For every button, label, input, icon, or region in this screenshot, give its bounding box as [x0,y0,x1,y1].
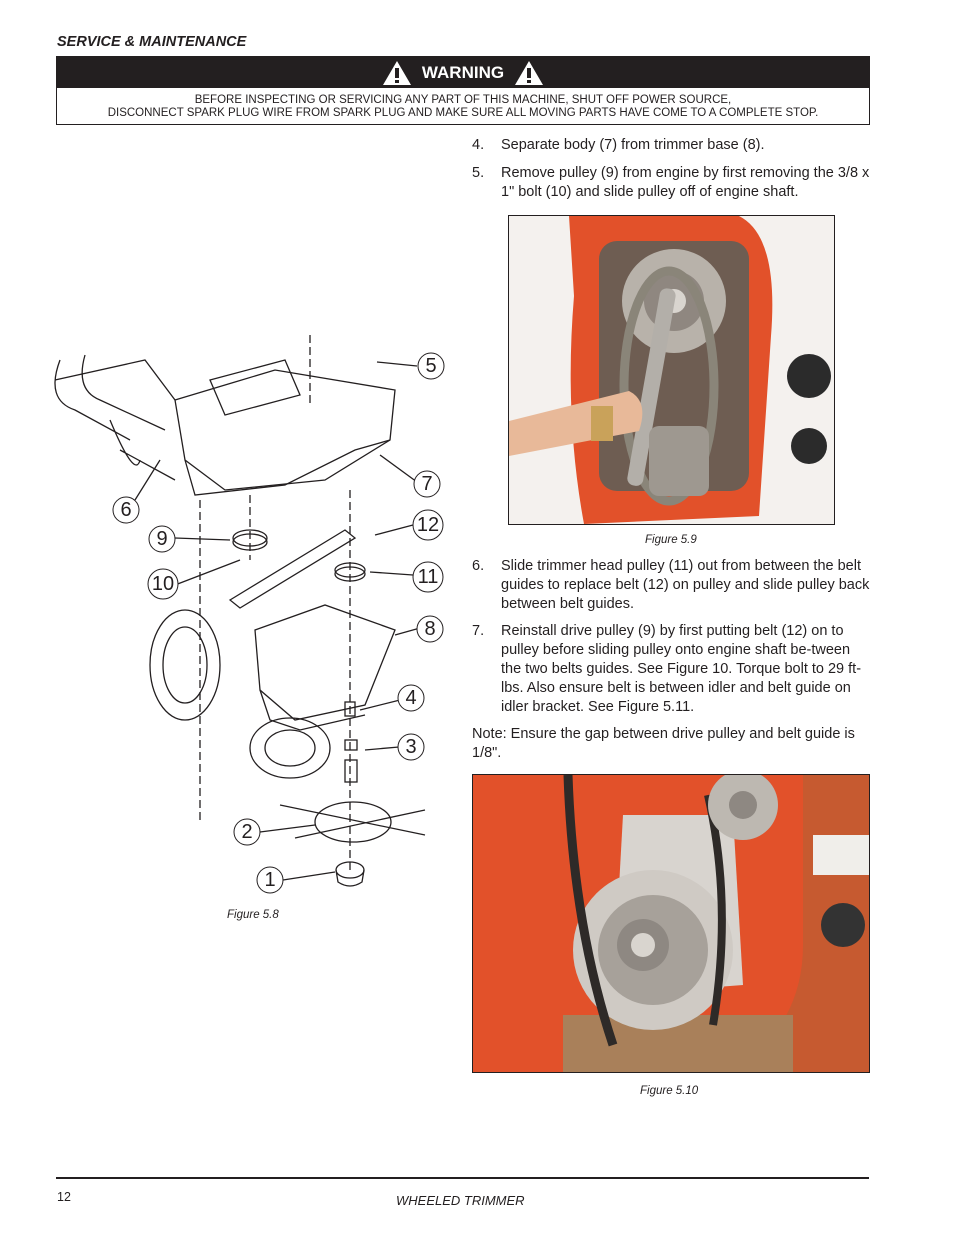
warning-line: BEFORE INSPECTING OR SERVICING ANY PART … [194,94,732,106]
svg-text:3: 3 [405,736,416,758]
step-5: 5. Remove pulley (9) from engine by firs… [472,164,872,202]
step-7: 7. Reinstall drive pulley (9) by first p… [472,622,872,717]
step-number: 4. [472,137,485,153]
page-number: 12 [57,1190,71,1204]
footer-title: WHEELED TRIMMER [396,1193,525,1208]
step-number: 6. [472,558,485,574]
callout-2: 2 [233,818,261,846]
step-number: 5. [472,165,485,181]
warning-box: WARNING BEFORE INSPECTING OR SERVICING A… [56,56,870,125]
callout-11: 11 [412,561,444,593]
callout-10: 10 [147,568,179,600]
svg-text:7: 7 [421,473,432,495]
footer-rule [56,1177,869,1179]
step-text: Reinstall drive pulley (9) by first putt… [501,623,862,715]
warning-bar: WARNING [57,57,869,88]
figure-5-9-photo [508,215,835,525]
svg-text:11: 11 [418,566,439,588]
warning-icon [515,60,544,85]
note: Note: Ensure the gap between drive pulle… [472,725,872,763]
step-text: Slide trimmer head pulley (11) out from … [501,558,870,612]
callout-12: 12 [412,509,444,541]
callout-4: 4 [397,684,425,712]
callout-1: 1 [256,866,284,894]
figure-5-10-photo [472,774,870,1073]
callout-8: 8 [416,615,444,643]
step-4: 4. Separate body (7) from trimmer base (… [472,136,872,155]
svg-text:1: 1 [264,869,275,891]
svg-text:9: 9 [156,528,167,550]
warning-line: DISCONNECT SPARK PLUG WIRE FROM SPARK PL… [107,106,819,119]
svg-text:4: 4 [405,687,416,709]
svg-text:2: 2 [241,821,252,843]
warning-icon [382,60,411,85]
callout-9: 9 [148,525,176,553]
step-number: 7. [472,623,485,639]
step-text: Remove pulley (9) from engine by first r… [501,165,870,200]
svg-text:10: 10 [152,573,174,595]
figure-5-9-caption: Figure 5.9 [645,534,697,546]
svg-text:5: 5 [425,355,436,377]
note-text: Note: Ensure the gap between drive pulle… [472,726,855,761]
callout-7: 7 [413,470,441,498]
warning-title: WARNING [421,62,505,82]
callout-3: 3 [397,733,425,761]
figure-5-8-caption: Figure 5.8 [227,909,279,921]
svg-text:6: 6 [120,499,131,521]
callout-6: 6 [112,496,140,524]
step-6: 6. Slide trimmer head pulley (11) out fr… [472,557,872,614]
svg-text:8: 8 [424,618,435,640]
figure-5-8-diagram: 5 7 6 12 9 11 10 8 4 3 2 1 [54,335,445,894]
step-text: Separate body (7) from trimmer base (8). [501,137,765,153]
callout-5: 5 [417,352,445,380]
figure-5-10-caption: Figure 5.10 [640,1085,699,1097]
warning-text: BEFORE INSPECTING OR SERVICING ANY PART … [57,88,869,119]
section-header: SERVICE & MAINTENANCE [57,34,247,50]
svg-text:12: 12 [417,514,439,536]
